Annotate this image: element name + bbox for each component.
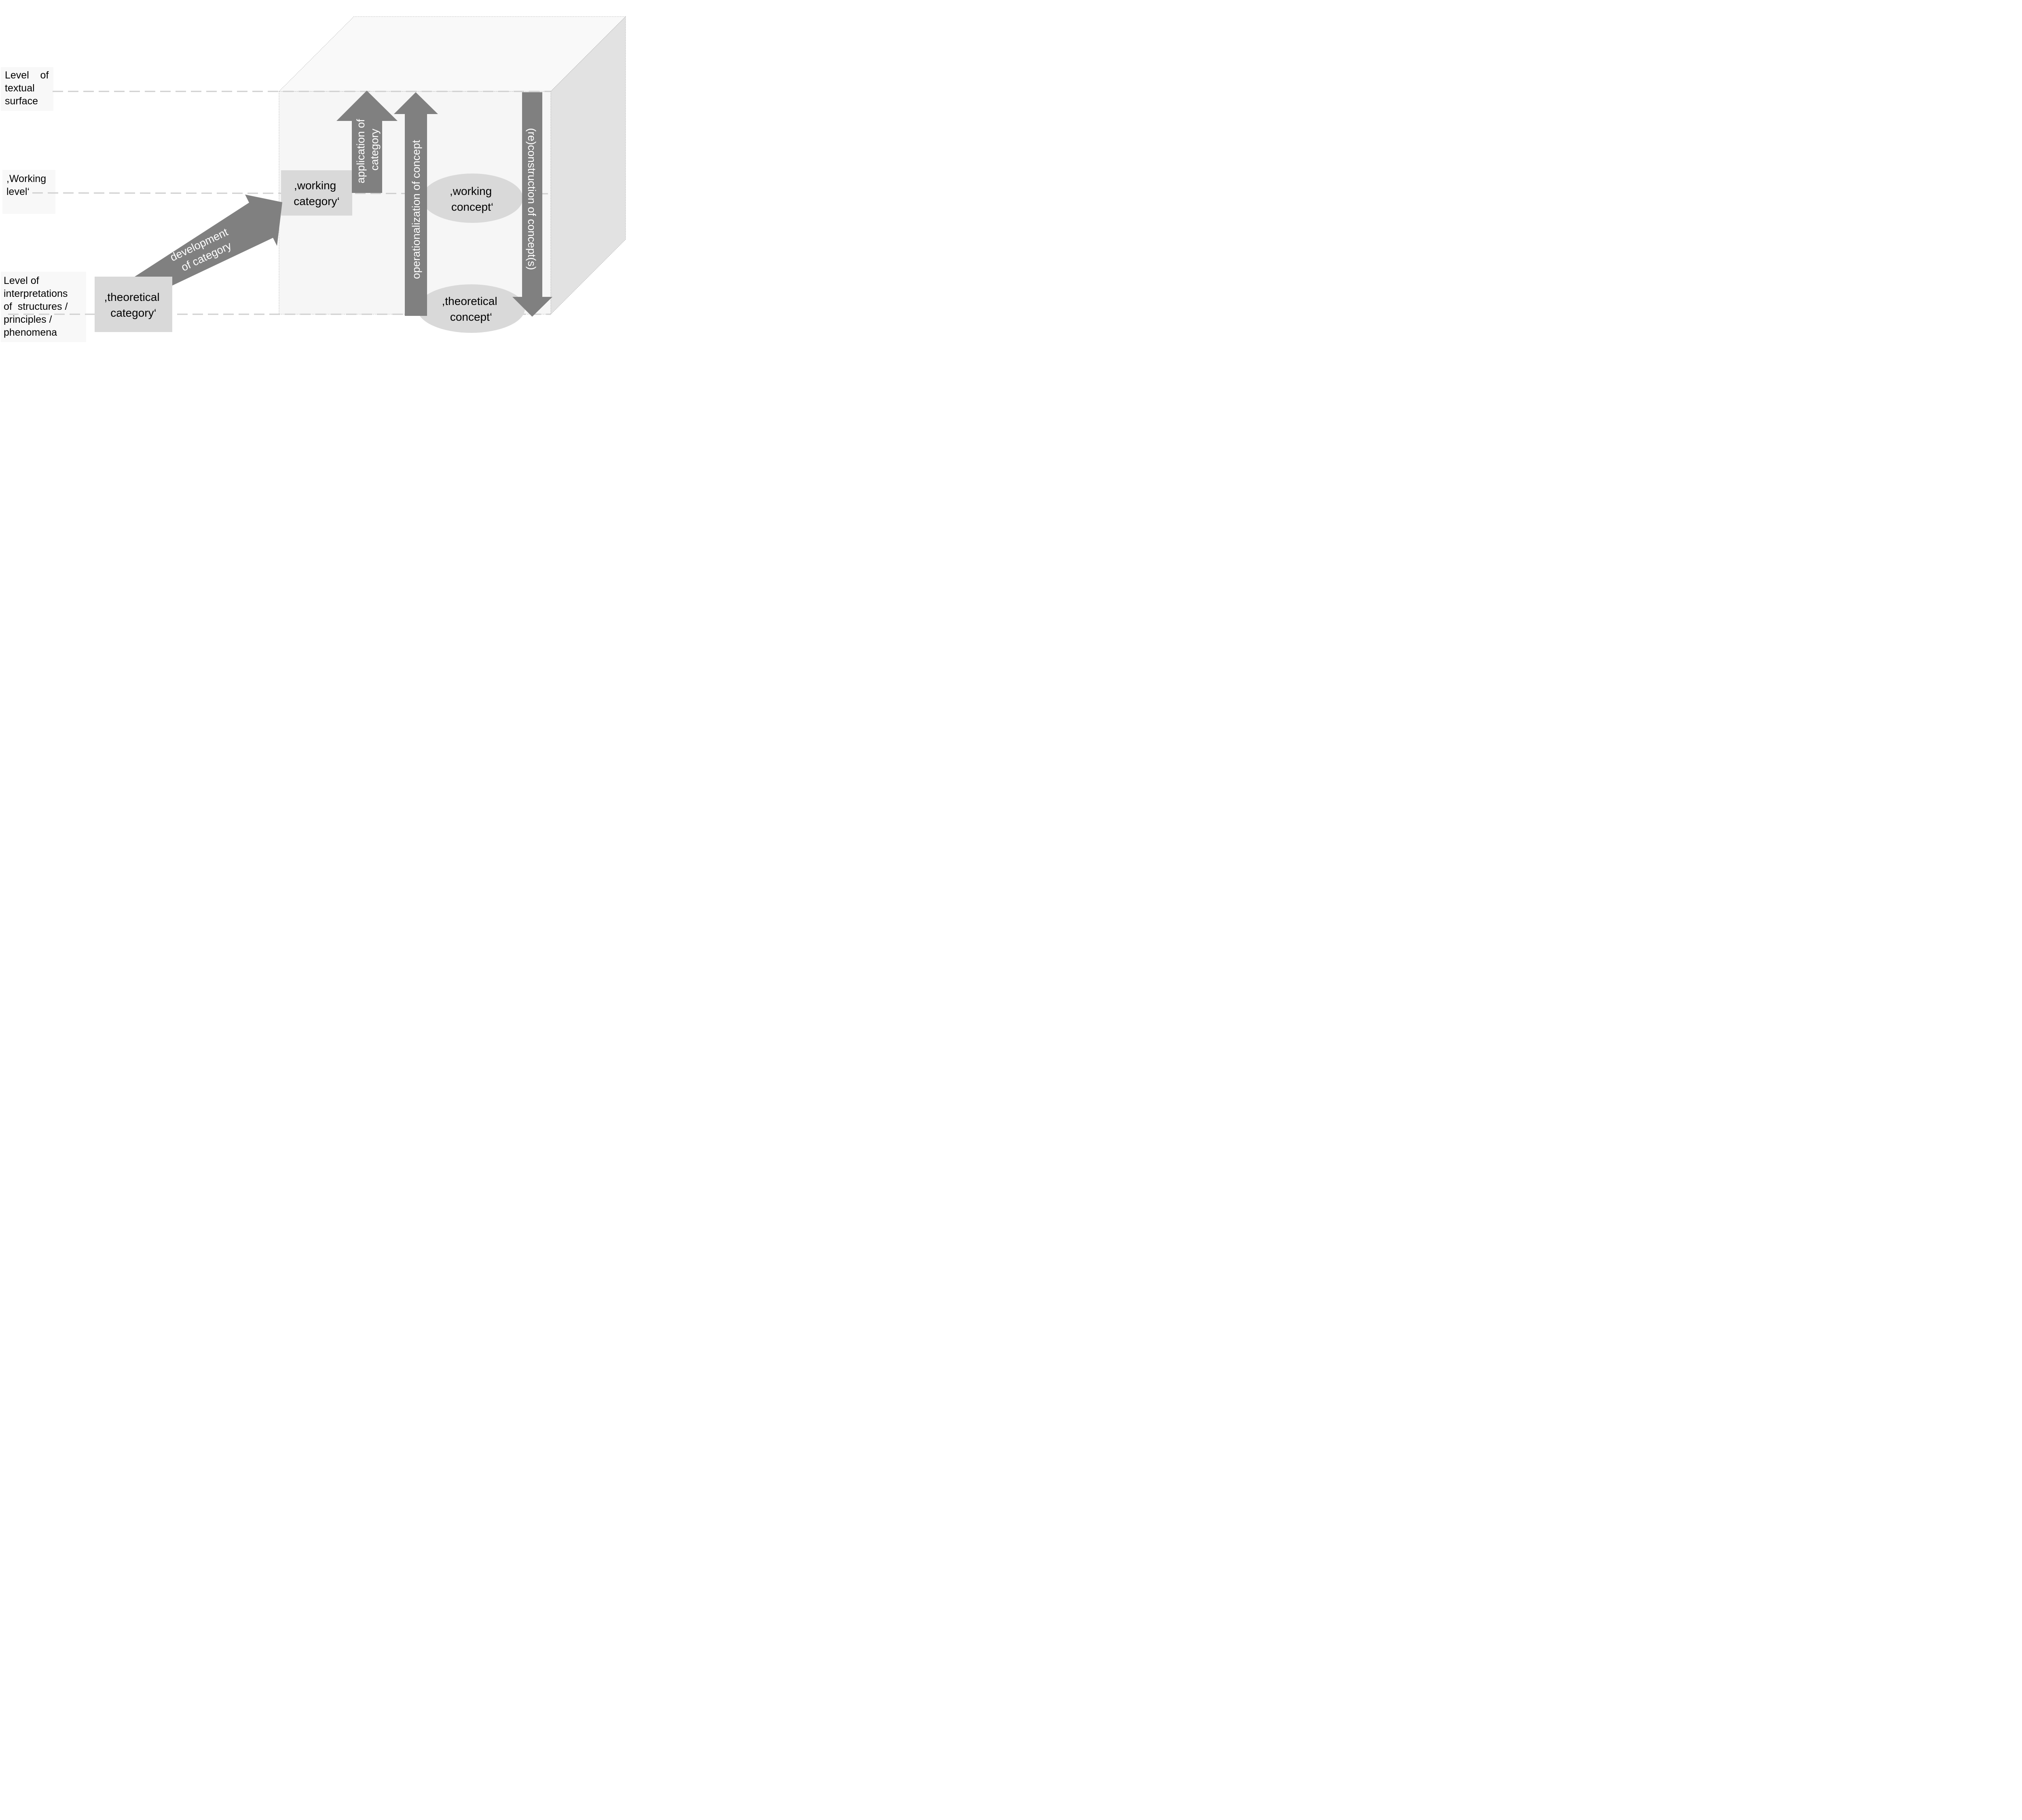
- diagram-canvas: Level of textual surface ,Working level‘…: [1, 16, 626, 342]
- level-interpretations-label: Level of interpretations of structures /…: [4, 275, 70, 338]
- theoretical-concept-ellipse: [417, 284, 525, 333]
- level-working-bg: [2, 170, 55, 214]
- level-working-label: ,Working level‘: [6, 173, 49, 197]
- operationalization-of-concept-arrow: [394, 92, 438, 316]
- reconstruction-of-concepts-arrow: [512, 92, 552, 317]
- level-textual-surface-label: Level of textual surface: [5, 70, 51, 107]
- operationalization-of-concept-label: operationalization of concept: [410, 140, 422, 279]
- application-of-category-arrow: [336, 91, 398, 193]
- theoretical-concept-label: ,theoretical concept‘: [442, 295, 501, 323]
- application-of-category-label: application of category: [355, 116, 381, 184]
- cube: [278, 16, 626, 315]
- theoretical-category-label: ,theoretical category‘: [104, 291, 163, 319]
- theoretical-category-box: [95, 277, 172, 332]
- working-concept-label: ,working concept‘: [450, 185, 495, 213]
- working-concept-ellipse: [422, 174, 523, 223]
- level-textual-surface-bg: [1, 67, 53, 111]
- level-interpretations-bg: [1, 272, 86, 342]
- working-category-box: [281, 170, 352, 216]
- working-category-label: ,working category‘: [294, 179, 340, 207]
- level-line-working: [32, 192, 548, 195]
- development-of-category-arrow: [135, 195, 282, 286]
- reconstruction-of-concepts-label: (re)construction of concept(s): [526, 128, 538, 270]
